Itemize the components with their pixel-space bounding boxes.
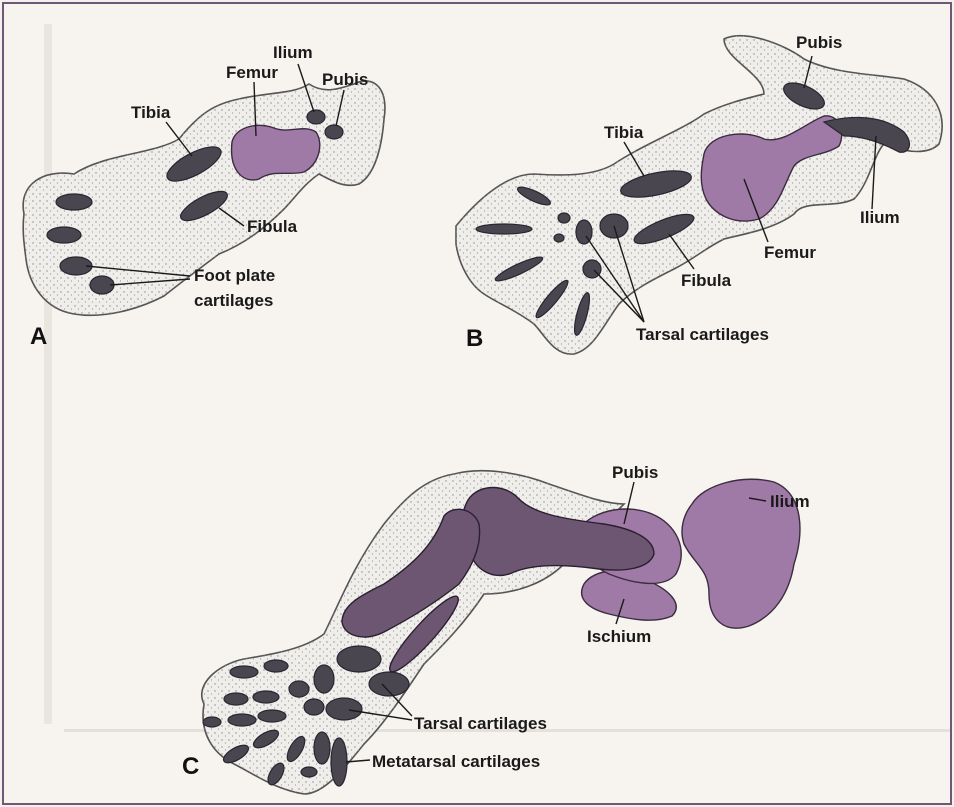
panel-a-foot-plate-label-2: cartilages xyxy=(194,291,273,310)
panel-b-pubis-label: Pubis xyxy=(796,33,842,52)
panel-c-letter: C xyxy=(182,753,199,780)
panel-c: Pubis Ilium Ischium Tarsal cartilages Me… xyxy=(182,463,810,794)
limb-development-diagram: Femur Ilium Pubis Tibia Fibula Foot plat… xyxy=(4,4,950,803)
panel-a-foot-plate-label-1: Foot plate xyxy=(194,266,275,285)
panel-c-tarsal-label: Tarsal cartilages xyxy=(414,714,547,733)
panel-b-ilium-label: Ilium xyxy=(860,208,900,227)
panel-c-tarsal-1 xyxy=(337,646,381,672)
panel-c-pubis-label: Pubis xyxy=(612,463,658,482)
panel-b: Pubis Tibia Ilium Femur Fibula Tarsal ca… xyxy=(456,33,942,354)
panel-c-tarsal-6 xyxy=(304,699,324,715)
panel-a-pubis-shape xyxy=(325,125,343,139)
panel-c-digit-6a xyxy=(301,767,317,777)
panel-c-tarsal-5 xyxy=(289,681,309,697)
background-stain xyxy=(44,24,52,724)
panel-a-femur-label: Femur xyxy=(226,63,278,82)
panel-c-tarsal-4 xyxy=(314,665,334,693)
panel-a: Femur Ilium Pubis Tibia Fibula Foot plat… xyxy=(23,43,385,350)
panel-a-ilium-shape xyxy=(307,110,325,124)
panel-c-digit-1a xyxy=(230,666,258,678)
panel-a-pubis-label: Pubis xyxy=(322,70,368,89)
panel-a-tibia-label: Tibia xyxy=(131,103,171,122)
panel-b-tarsal-4 xyxy=(558,213,570,223)
panel-b-tibia-label: Tibia xyxy=(604,123,644,142)
panel-a-letter: A xyxy=(30,323,47,350)
panel-c-digit-3c xyxy=(258,710,286,722)
panel-c-metatarsal-main xyxy=(331,738,347,786)
panel-c-ilium-label: Ilium xyxy=(770,492,810,511)
panel-b-fibula-label: Fibula xyxy=(681,271,732,290)
panel-c-digit-3a xyxy=(203,717,221,727)
panel-a-ilium-label: Ilium xyxy=(273,43,313,62)
panel-c-digit-2a xyxy=(224,693,248,705)
panel-c-tarsal-3 xyxy=(326,698,362,720)
panel-a-fibula-label: Fibula xyxy=(247,217,298,236)
panel-a-foot-cartilage-1 xyxy=(56,194,92,210)
panel-b-tarsal-label: Tarsal cartilages xyxy=(636,325,769,344)
panel-b-femur-label: Femur xyxy=(764,243,816,262)
panel-b-letter: B xyxy=(466,325,483,352)
panel-c-ischium-label: Ischium xyxy=(587,627,651,646)
panel-c-digit-3b xyxy=(228,714,256,726)
panel-a-foot-cartilage-2 xyxy=(47,227,81,243)
panel-c-digit-2b xyxy=(253,691,279,703)
panel-b-tarsal-5 xyxy=(554,234,564,242)
panel-c-digit-6b xyxy=(314,732,330,764)
panel-b-digit-2 xyxy=(476,224,532,234)
panel-c-metatarsal-label: Metatarsal cartilages xyxy=(372,752,540,771)
panel-c-digit-1b xyxy=(264,660,288,672)
